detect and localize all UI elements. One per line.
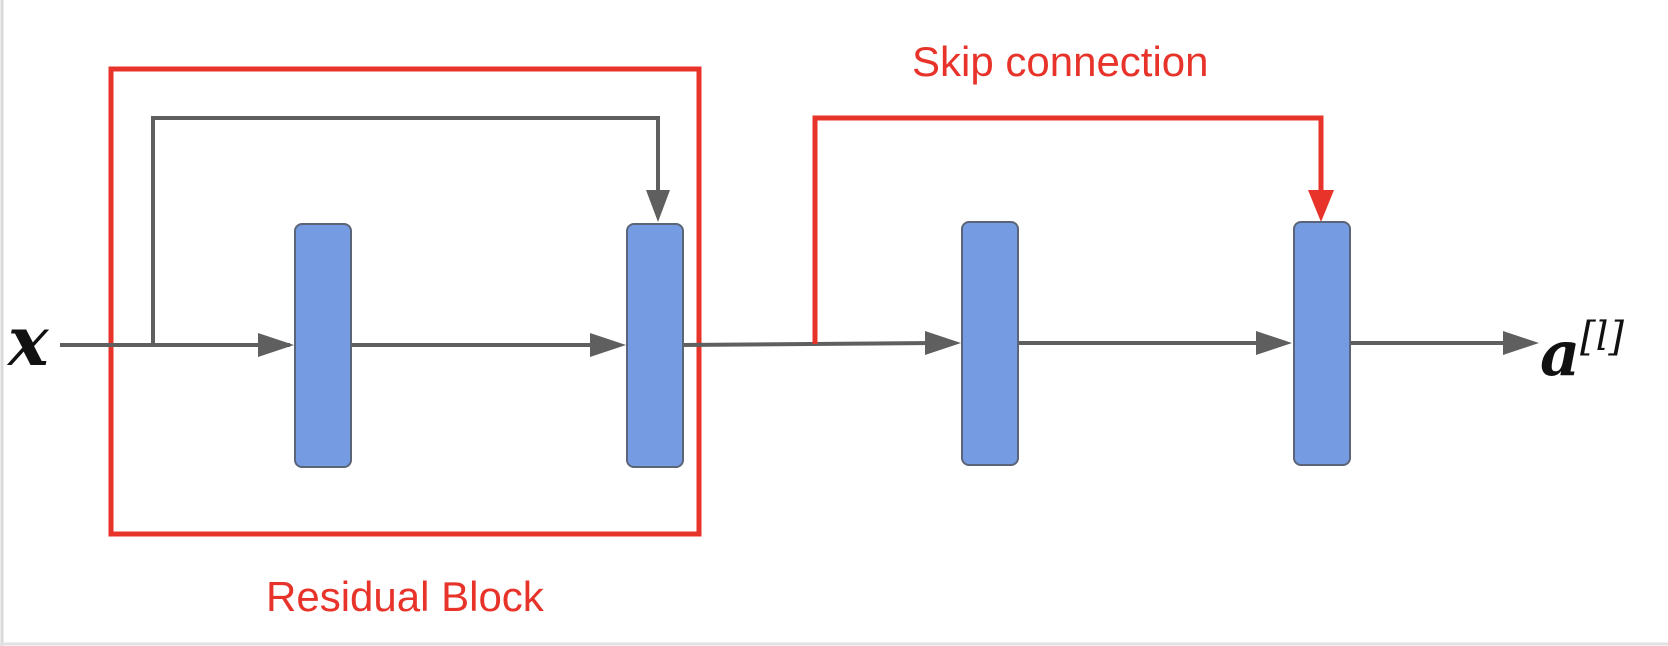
- arrowhead-layer-2: [590, 333, 626, 357]
- output-label: a: [1540, 317, 1580, 390]
- arrowhead-layer-3: [925, 331, 961, 355]
- residual-shortcut-arrowhead: [646, 190, 670, 222]
- arrow-layer-2-to-layer-3: [681, 341, 936, 347]
- residual-shortcut-path: [151, 116, 660, 345]
- layer-1: [294, 223, 352, 468]
- arrowhead-layer-1: [258, 333, 294, 357]
- output-label-base: a: [1540, 317, 1580, 390]
- skip-connection-label: Skip connection: [912, 38, 1209, 85]
- layer-3: [961, 221, 1019, 466]
- layer-2: [626, 223, 684, 468]
- arrowhead-output: [1503, 331, 1539, 355]
- arrowhead-layer-4: [1256, 331, 1292, 355]
- skip-connection-path: [812, 115, 1324, 344]
- output-label-superscript: [l]: [1580, 314, 1624, 360]
- skip-connection-arrowhead: [1308, 190, 1334, 222]
- input-label: x: [6, 302, 50, 382]
- layer-4: [1293, 221, 1351, 466]
- residual-block-box: [108, 66, 702, 537]
- residual-block-label: Residual Block: [266, 573, 545, 620]
